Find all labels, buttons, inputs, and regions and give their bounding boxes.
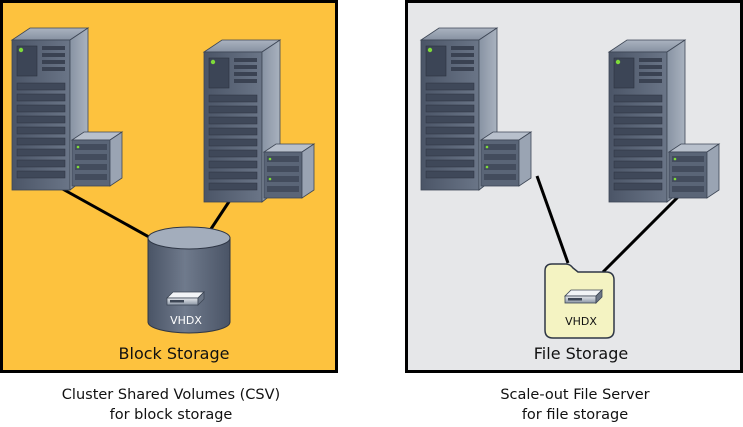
left-caption-line1: Cluster Shared Volumes (CSV) — [62, 387, 280, 403]
storage-type-label: File Storage — [534, 344, 628, 363]
disk-label: VHDX — [170, 314, 202, 327]
link-line-left-server-to-folder — [535, 175, 570, 264]
left-caption-line2: for block storage — [110, 407, 233, 423]
folder-icon — [544, 263, 615, 339]
disk-cylinder-icon — [147, 226, 231, 334]
scale-out-panel: VHDX File Storage — [405, 0, 743, 373]
folder-label: VHDX — [565, 315, 597, 328]
hard-drive-icon — [564, 289, 603, 304]
link-line-left-server-to-disk — [49, 180, 159, 244]
hard-drive-icon — [166, 291, 205, 306]
storage-type-label: Block Storage — [119, 344, 230, 363]
right-caption-line2: for file storage — [522, 407, 628, 423]
csv-panel: VHDX Block Storage — [0, 0, 338, 373]
right-caption-line1: Scale-out File Server — [500, 387, 649, 403]
